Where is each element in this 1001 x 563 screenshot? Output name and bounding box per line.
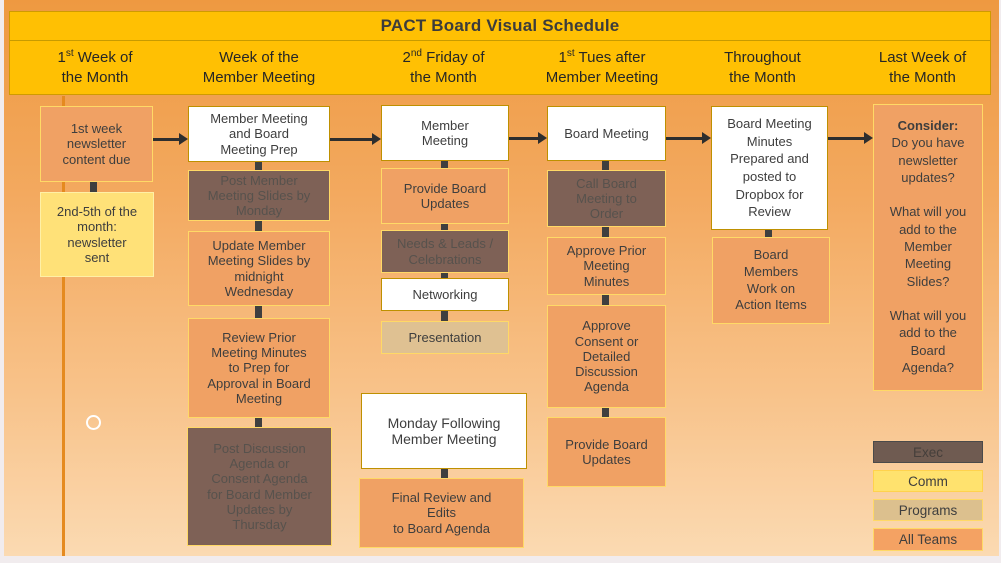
connector-stub [255,161,262,171]
timeline-line [62,96,65,556]
flow-arrow [153,133,188,145]
flow-arrow [330,133,381,145]
legend-label: Programs [898,502,958,518]
box-text: Networking [412,286,478,302]
box-text: Needs & Leads / Celebrations [396,236,494,267]
connector-stub [255,220,262,232]
connector-stub [765,229,772,238]
box-text: Approve Prior Meeting Minutes [566,243,647,289]
box-text: Presentation [408,329,482,345]
box-call-board-meeting-to-order: Call Board Meeting to Order [547,170,666,227]
box-board-meeting: Board Meeting [547,106,666,161]
connector-stub [255,417,262,428]
box-review-prior-meeting-minutes: Review Prior Meeting Minutes to Prep for… [188,318,330,418]
box-text: Board Members Work on Action Items [735,246,807,313]
connector-stub [255,305,262,319]
box-text: Post Member Meeting Slides by Monday [207,172,311,219]
box-approve-prior-meeting-minutes: Approve Prior Meeting Minutes [547,237,666,295]
connector-stub [90,180,97,194]
connector-stub [441,160,448,169]
connector-stub [602,160,609,171]
box-networking: Networking [381,278,509,311]
box-text: Member Meeting and Board Meeting Prep [210,111,308,157]
legend-exec: Exec [873,441,983,463]
box-text: Approve Consent or Detailed Discussion A… [574,318,639,395]
legend-label: All Teams [898,532,958,547]
box-board-members-action-items: Board Members Work on Action Items [712,237,830,324]
box-text: 1st week newsletter content due [62,121,131,167]
flow-arrow [666,132,711,144]
legend-comm: Comm [873,470,983,492]
box-text: Provide Board Updates [565,436,648,467]
box-text: Call Board Meeting to Order [576,175,637,222]
connector-stub [441,310,448,322]
connector-stub [441,272,448,279]
legend-label: Exec [912,444,943,460]
box-newsletter-sent: 2nd-5th of the month: newsletter sent [40,192,154,277]
box-text: Provide Board Updates [403,180,487,211]
flow-arrow [828,132,873,144]
legend-programs: Programs [873,499,983,521]
box-provide-board-updates-board: Provide Board Updates [547,417,666,487]
box-text: Post Discussion Agenda or Consent Agenda… [207,440,312,532]
connector-stub [602,226,609,238]
box-monday-following-member-meeting: Monday Following Member Meeting [361,393,527,469]
box-provide-board-updates-member: Provide Board Updates [381,168,509,224]
box-text: Final Review and Edits to Board Agenda [391,490,492,536]
page-title: PACT Board Visual Schedule [10,12,990,41]
connector-stub [602,294,609,306]
connector-stub [441,468,448,479]
connector-stub [602,407,609,418]
flow-arrow [509,132,547,144]
box-approve-consent-or-detailed-discussion-agenda: Approve Consent or Detailed Discussion A… [547,305,666,408]
box-text: Board Meeting Minutes Prepared and poste… [727,116,812,220]
box-update-member-meeting-slides: Update Member Meeting Slides by midnight… [188,231,330,306]
box-text: 2nd-5th of the month: newsletter sent [56,204,138,265]
header-band: PACT Board Visual Schedule [9,11,991,95]
legend-all-teams: All Teams [873,528,983,551]
box-newsletter-content-due: 1st week newsletter content due [40,106,153,182]
consider-title: Consider: [897,118,959,133]
box-text: Review Prior Meeting Minutes to Prep for… [207,329,311,406]
legend-label: Comm [908,473,948,489]
box-text: Monday Following Member Meeting [387,414,501,447]
box-post-member-meeting-slides: Post Member Meeting Slides by Monday [188,170,330,221]
box-member-meeting-and-board-meeting-prep: Member Meeting and Board Meeting Prep [188,106,330,162]
box-consider-questions: Consider: Do you have newsletter updates… [873,104,983,391]
box-text: Member Meeting [421,117,469,148]
box-needs-leads-celebrations: Needs & Leads / Celebrations [381,230,509,273]
box-text: Do you have newsletter updates? What wil… [889,135,967,375]
box-post-discussion-agenda: Post Discussion Agenda or Consent Agenda… [187,427,332,546]
connector-stub [441,223,448,231]
box-text: Board Meeting [564,125,649,141]
box-presentation: Presentation [381,321,509,354]
box-board-meeting-minutes-dropbox: Board Meeting Minutes Prepared and poste… [711,106,828,230]
box-final-review-edits: Final Review and Edits to Board Agenda [359,478,524,548]
circle-marker [86,415,101,430]
box-member-meeting: Member Meeting [381,105,509,161]
box-text: Update Member Meeting Slides by midnight… [207,238,311,299]
